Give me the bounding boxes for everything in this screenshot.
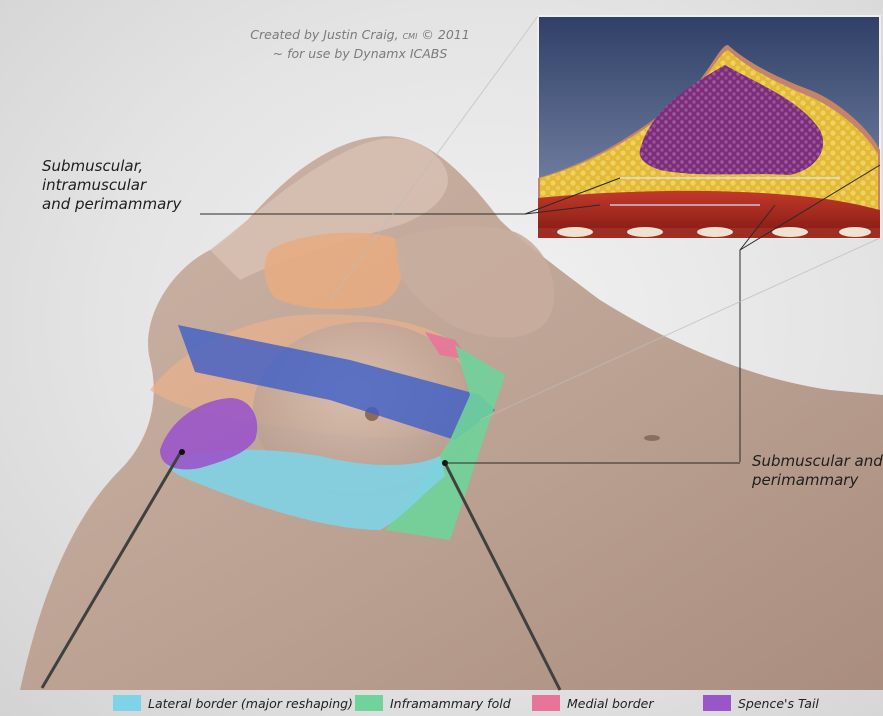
credit-line2: ~ for use by Dynamx ICABS — [240, 45, 480, 62]
credit-line1-suffix: © 2011 — [421, 27, 469, 42]
callout-a-line3: and perimammary — [42, 195, 212, 214]
legend-swatch-spences-tail — [703, 695, 731, 711]
legend-label: Medial border — [567, 696, 653, 711]
callout-b-line2: perimammary — [752, 471, 883, 490]
legend-item-lateral-border: Lateral border (major reshaping) — [113, 694, 353, 712]
pectoral-muscle — [265, 233, 404, 309]
legend-swatch-lateral-border — [113, 695, 141, 711]
callout-a-line2: intramuscular — [42, 176, 212, 195]
legend-swatch-medial-border — [532, 695, 560, 711]
credit-cmi: CMI — [403, 32, 418, 41]
legend-item-medial-border: Medial border — [532, 694, 653, 712]
callout-submuscular-intramuscular-perimammary: Submuscular, intramuscular and perimamma… — [42, 157, 212, 214]
cross-section-inset — [538, 16, 880, 238]
callout-a-line1: Submuscular, — [42, 157, 212, 176]
legend-item-spences-tail: Spence's Tail — [703, 694, 819, 712]
legend-label: Lateral border (major reshaping) — [148, 696, 353, 711]
legend-swatch-inframammary-fold — [355, 695, 383, 711]
credit-text: Created by Justin Craig, CMI © 2011 ~ fo… — [240, 26, 480, 62]
entry-point-left — [179, 449, 185, 455]
legend-label: Inframammary fold — [390, 696, 511, 711]
legend: Lateral border (major reshaping) Inframa… — [0, 690, 883, 716]
legend-label: Spence's Tail — [738, 696, 819, 711]
callout-b-line1: Submuscular and — [752, 452, 883, 471]
credit-line1-prefix: Created by Justin Craig, — [250, 27, 398, 42]
legend-item-inframammary-fold: Inframammary fold — [355, 694, 511, 712]
callout-submuscular-perimammary: Submuscular and perimammary — [752, 452, 883, 490]
navel — [644, 435, 660, 441]
